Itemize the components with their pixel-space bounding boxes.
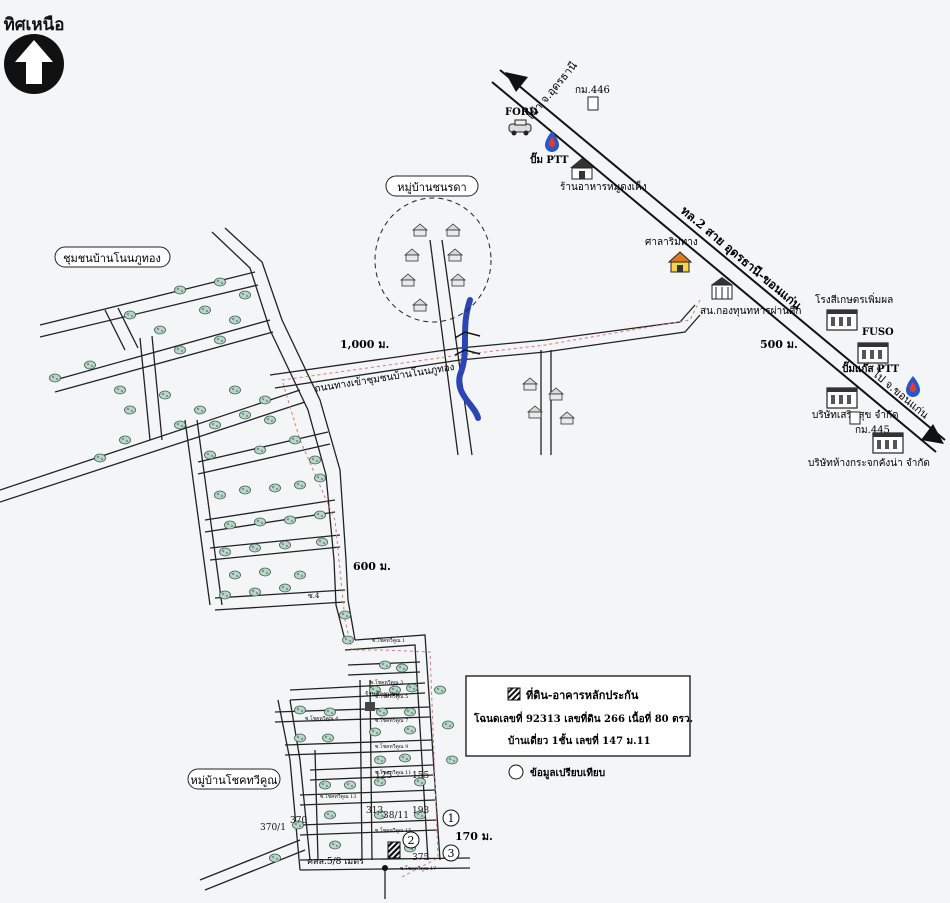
company2-building-icon [872, 432, 904, 454]
nonphuthong-label: ชุมชนบ้านโนนภูทอง [63, 251, 161, 265]
soi-15: ซ.โชคทวีคูณ 15 [375, 827, 411, 834]
ptt-label: ปั๊ม PTT [530, 152, 569, 166]
legend-hatch-icon [507, 687, 521, 701]
village-office-icon [365, 702, 375, 711]
legend-deed-line: โฉนดเลขที่ 92313 เลขที่ดิน 266 เนื้อที่ … [473, 711, 693, 725]
plot-313: 313 [366, 806, 383, 816]
km445-label: กม.445 [855, 425, 890, 436]
distance-1000: 1,000 ม. [340, 338, 389, 351]
highway-landmarks: กม.446 FORD ปั๊ม PTT ร้านอาหารหมูดงเค็ง … [505, 85, 930, 469]
soi-9: ซ.โชคทวีคูณ 9 [375, 743, 408, 750]
marker-2: 2 [408, 834, 415, 847]
shop-icon [570, 158, 594, 180]
road-width-label: คสล.5/8 เมตร [307, 857, 364, 867]
soi-11: ซ.โชคทวีคูณ 11 [375, 769, 411, 776]
chokthaweekoon-label: หมู่บ้านโชคทวีคูณ [191, 773, 278, 787]
plot-370-1: 370/1 [260, 823, 286, 833]
soi-5: ซ.โชคทวีคูณ 5 [375, 693, 408, 700]
route-dotted [281, 299, 701, 879]
plot-125: 125 [375, 771, 392, 781]
noodle-shop-label: ร้านอาหารหมูดงเค็ง [560, 179, 647, 193]
distance-500: 500 ม. [760, 338, 798, 351]
location-dot [382, 865, 388, 871]
soi-1: ซ.โชคทวีคูณ 1 [372, 637, 405, 644]
legend-comparison: ข้อมูลเปรียบเทียบ [530, 767, 605, 780]
distance-170: 170 ม. [455, 830, 493, 843]
fuso-building-icon [857, 342, 889, 364]
marker-3: 3 [448, 847, 455, 860]
village-chonrada: หมู่บ้านชนรดา [374, 175, 492, 323]
company2-label: บริษัทห้างกระจกคังน่า จำกัด [808, 457, 930, 469]
soi-13: ซ.โชคทวีคูณ 13 [320, 793, 356, 800]
battalion-icon [711, 277, 733, 300]
soi-labels: ซ.โชคทวีคูณ 1 ซ.โชคทวีคูณ 3 ซ.โชคทวีคูณ … [305, 592, 436, 872]
fuso-label: FUSO [862, 327, 894, 338]
legend-collateral-title: ที่ดิน-อาคารหลักประกัน [526, 687, 639, 702]
gas-station-icon [906, 376, 920, 397]
soi-4: ซ.โชคทวีคูณ 4 [305, 715, 338, 722]
soi-17: ซ.โชคทวีคูณ 17 [400, 865, 436, 872]
fertilizer-building-icon [826, 309, 858, 331]
distance-600: 600 ม. [353, 560, 391, 573]
soi-main-label: ซ.4 [308, 592, 320, 600]
fertilizer-label: โรงสีเกษตรเพิ่มผล [815, 292, 893, 306]
soi-3: ซ.โชคทวีคูณ 3 [370, 679, 403, 686]
legend: ที่ดิน-อาคารหลักประกัน โฉนดเลขที่ 92313 … [465, 675, 693, 780]
km445-marker-icon [849, 411, 861, 425]
plot-375: 375 [412, 853, 429, 863]
soi-7: ซ.โชคทวีคูณ 7 [375, 717, 408, 724]
car-icon [508, 119, 532, 136]
plot-193: 193 [412, 806, 429, 816]
km446-marker-icon [587, 96, 599, 111]
village-nonphuthong: ชุมชนบ้านโนนภูทอง [49, 246, 354, 645]
plot-38-11: 38/11 [383, 811, 409, 821]
sala-icon [667, 251, 693, 273]
highway-name: ทล.2 สาย อุดรธานี-ขอนแก่น [677, 204, 804, 314]
plot-numbers: 125 155 313 38/11 193 370 370/1 375 [260, 771, 429, 863]
marker-1: 1 [448, 812, 455, 825]
road-network [0, 227, 701, 899]
plot-155: 155 [412, 771, 429, 781]
gas-station-label: ปั๊มแก๊ส PTT [842, 361, 900, 375]
legend-comparison-icon [508, 764, 524, 780]
company1-building-icon [826, 387, 858, 409]
north-arrow-icon [15, 40, 53, 84]
ptt-icon [545, 131, 559, 152]
legend-house-line: บ้านเดี่ยว 1ชั้น เลขที่ 147 ม.11 [508, 733, 651, 747]
ford-label: FORD [505, 107, 538, 118]
plot-370: 370 [290, 816, 307, 826]
comparison-markers: 1 2 3 [402, 809, 460, 862]
sala-label: ศาลาริมทาง [645, 237, 698, 248]
battalion-label: สน.กองทุนทหารผ่านศึก [700, 305, 801, 317]
chonrada-label: หมู่บ้านชนรดา [397, 181, 466, 194]
highway-arrow-south-icon [921, 424, 944, 444]
bridge-north [454, 331, 481, 339]
village-office-label: ร้านค้าชุมชน [365, 691, 399, 698]
highway-arrow-north-icon [505, 72, 528, 92]
stream [456, 297, 481, 421]
km446-label: กม.446 [575, 85, 610, 96]
north-arrow: ทิศเหนือ [4, 14, 65, 94]
bridge-south [454, 349, 481, 356]
village-chokthaweekoon: หมู่บ้านโชคทวีคูณ ร้านค้าชุมชน [187, 660, 458, 863]
north-label: ทิศเหนือ [4, 14, 65, 35]
